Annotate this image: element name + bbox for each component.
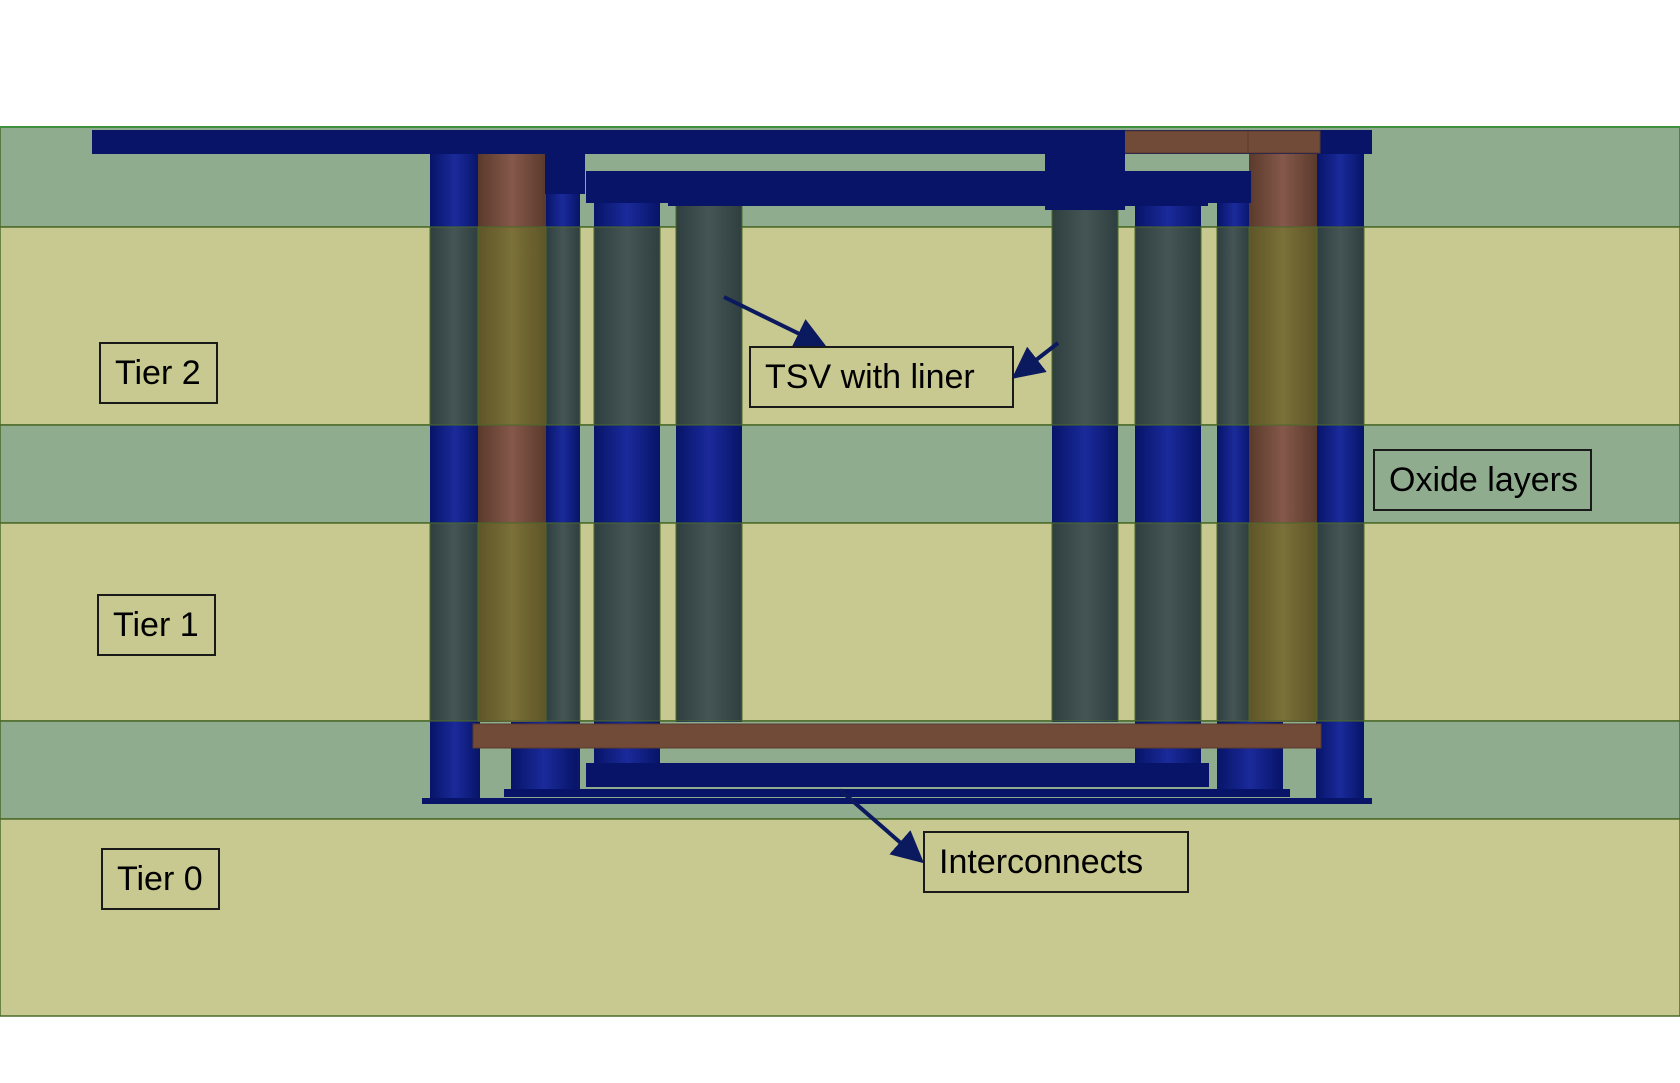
liner-tier2-outer-left bbox=[429, 226, 479, 426]
top-copper-pad-1 bbox=[1123, 130, 1249, 154]
top-copper-pad-2 bbox=[1247, 130, 1321, 154]
liner-tier2-left-3 bbox=[593, 226, 661, 426]
tsv-arrow-left bbox=[723, 295, 828, 348]
interconnect-arrow bbox=[838, 788, 925, 864]
liner-tier1-copper-right bbox=[1248, 522, 1318, 722]
liner-tier1-outer-left bbox=[429, 522, 479, 722]
tier0-label: Tier 0 bbox=[101, 848, 220, 910]
oxide-layer-middle bbox=[0, 424, 1680, 524]
tsv-label: TSV with liner bbox=[749, 346, 1014, 408]
liner-tier1-left-3 bbox=[593, 522, 661, 722]
interconnect-bars bbox=[92, 130, 1372, 804]
liner-tier1-right-4 bbox=[1051, 522, 1119, 722]
silicon-layer-tier0 bbox=[0, 818, 1680, 1017]
liner-tier1-right-3 bbox=[1134, 522, 1202, 722]
liner-tier1-left-2 bbox=[545, 522, 581, 722]
silicon-layer-tier2 bbox=[0, 226, 1680, 426]
liner-tier2-left-4 bbox=[675, 204, 743, 426]
third-metal-bar bbox=[668, 198, 1208, 206]
liner-tier2-left-2 bbox=[545, 226, 581, 426]
liner-tier2-right-2 bbox=[1216, 226, 1250, 426]
liner-tier2-copper-left bbox=[477, 226, 547, 426]
liner-tier2-right-3 bbox=[1134, 226, 1202, 426]
liner-tier1-right-2 bbox=[1216, 522, 1250, 722]
tier2-label: Tier 2 bbox=[99, 342, 218, 404]
tier1-label: Tier 1 bbox=[97, 594, 216, 656]
oxide-label: Oxide layers bbox=[1373, 449, 1592, 511]
top-metal-step-left bbox=[545, 154, 585, 194]
tsv-arrow-right bbox=[1011, 341, 1060, 379]
bottom-thin-bar-1 bbox=[504, 789, 1290, 797]
annotation-arrows bbox=[723, 295, 1060, 864]
interconnects-label: Interconnects bbox=[923, 831, 1189, 893]
liner-tier2-copper-right bbox=[1248, 226, 1318, 426]
second-metal-bar bbox=[586, 171, 1251, 203]
silicon-layer-tier1 bbox=[0, 522, 1680, 722]
tsv-liner-segments bbox=[429, 204, 1365, 722]
liner-tier1-left-4 bbox=[675, 522, 743, 722]
bottom-copper-bar bbox=[472, 723, 1322, 749]
bottom-thin-bar-2 bbox=[422, 798, 1372, 804]
liner-tier2-outer-right bbox=[1316, 226, 1365, 426]
bottom-metal-bar bbox=[586, 763, 1209, 787]
liner-tier1-outer-right bbox=[1316, 522, 1365, 722]
layer-stack bbox=[0, 126, 1680, 1017]
liner-tier1-copper-left bbox=[477, 522, 547, 722]
liner-tier2-right-4 bbox=[1051, 204, 1119, 426]
